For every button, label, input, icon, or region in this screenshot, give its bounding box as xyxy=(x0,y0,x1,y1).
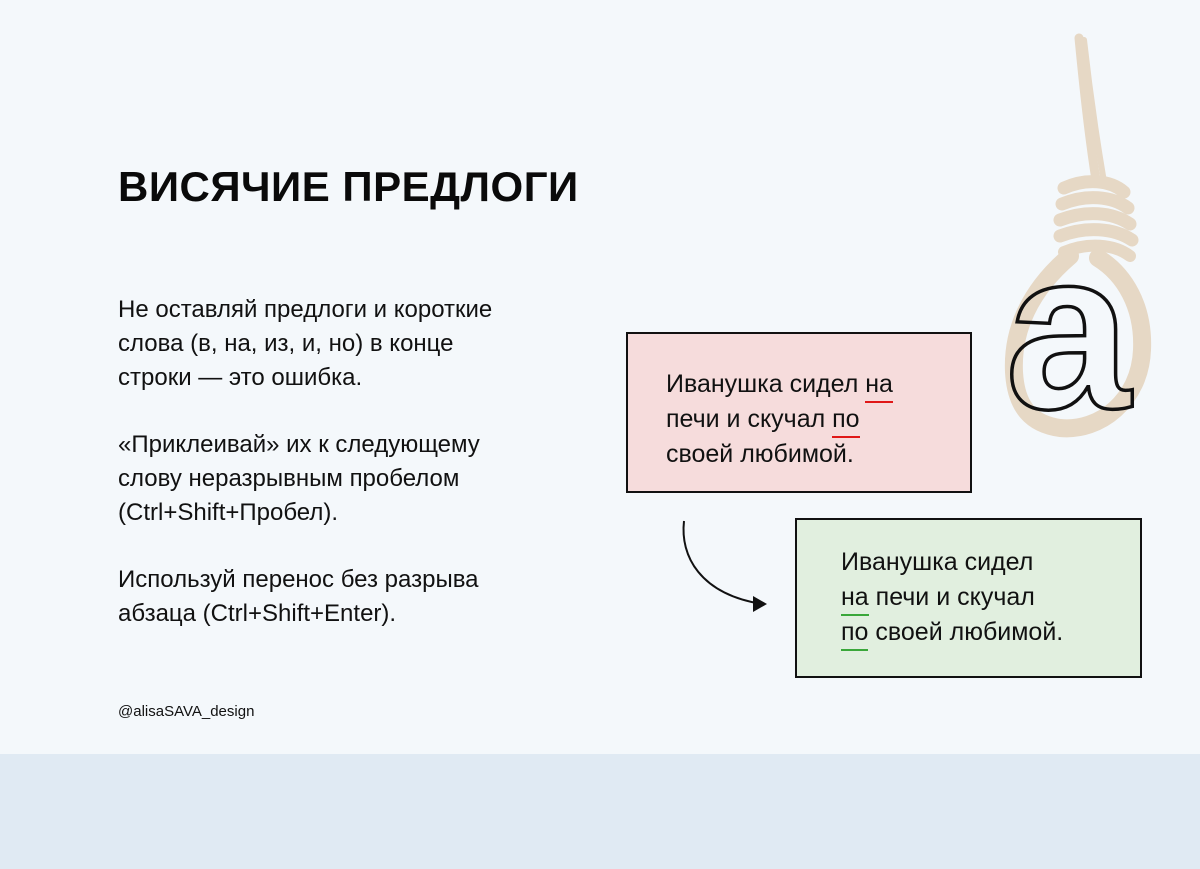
paragraph-2: «Приклеивай» их к следующему слову нераз… xyxy=(118,428,480,530)
correct-line-2: на печи и скучал xyxy=(841,580,1140,616)
paragraph-1-line: слова (в, на, из, и, но) в конце xyxy=(118,330,454,357)
paragraph-1-line: Не оставляй предлоги и короткие xyxy=(118,296,493,323)
page-title: ВИСЯЧИЕ ПРЕДЛОГИ xyxy=(118,163,579,210)
paragraph-3-line: абзаца (Ctrl+Shift+Enter). xyxy=(118,600,397,627)
glyph-a: a xyxy=(1005,203,1133,456)
correct-line-3: по своей любимой. xyxy=(841,615,1140,651)
attached-preposition-1: на xyxy=(841,583,869,616)
correct-line-2-text: печи и скучал xyxy=(868,583,1035,611)
bottom-band xyxy=(0,754,1200,869)
correct-example-box: Иванушка сидел на печи и скучал по своей… xyxy=(795,518,1142,678)
paragraph-1-line: строки — это ошибка. xyxy=(118,364,363,391)
paragraph-2-line: (Ctrl+Shift+Пробел). xyxy=(118,499,339,526)
hanging-preposition-1: на xyxy=(865,370,893,403)
correct-line-1: Иванушка сидел xyxy=(841,548,1034,576)
author-credit: @alisaSAVA_design xyxy=(118,703,255,720)
paragraph-2-line: слову неразрывным пробелом xyxy=(118,465,460,492)
hanging-preposition-2: по xyxy=(832,405,860,438)
curved-arrow-icon xyxy=(682,520,763,605)
wrong-line-1-text: Иванушка сидел xyxy=(666,370,866,398)
attached-preposition-2: по xyxy=(841,618,869,651)
wrong-line-1: Иванушка сидел на xyxy=(666,367,970,403)
paragraph-1: Не оставляй предлоги и короткие слова (в… xyxy=(118,293,492,395)
wrong-example-box: Иванушка сидел на печи и скучал по своей… xyxy=(626,332,972,493)
correct-line-3-text: своей любимой. xyxy=(868,618,1064,646)
arrowhead-icon xyxy=(753,596,767,612)
wrong-line-3: своей любимой. xyxy=(666,440,854,468)
wrong-line-2-text: печи и скучал xyxy=(666,405,833,433)
wrong-line-2: печи и скучал по xyxy=(666,402,970,438)
paragraph-2-line: «Приклеивай» их к следующему xyxy=(118,431,480,458)
paragraph-3-line: Используй перенос без разрыва xyxy=(118,566,479,593)
paragraph-3: Используй перенос без разрыва абзаца (Ct… xyxy=(118,563,479,631)
